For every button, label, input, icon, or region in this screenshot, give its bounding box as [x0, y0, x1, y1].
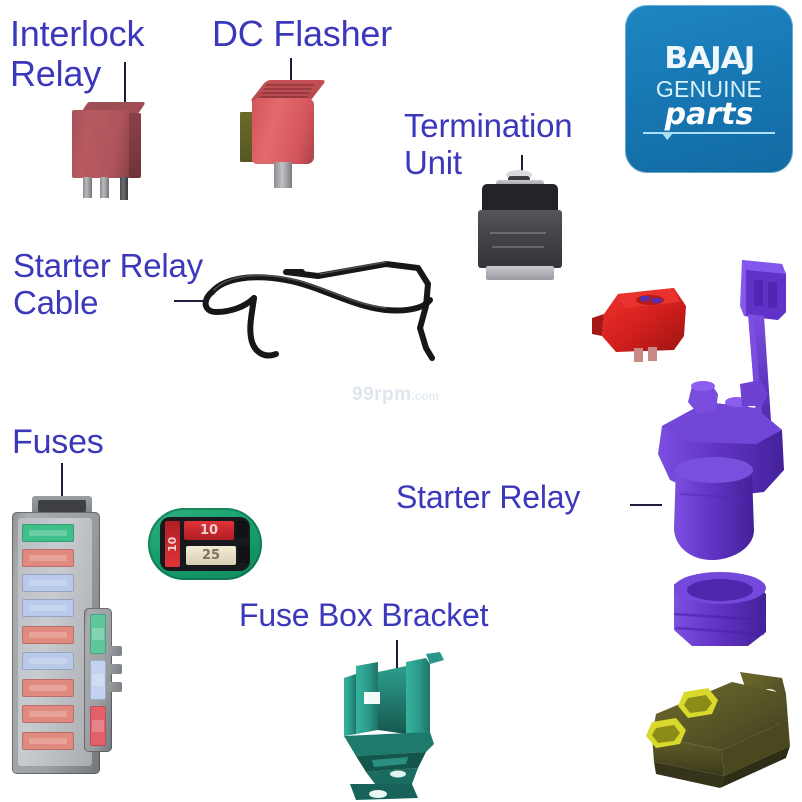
watermark-text: 99rpm [352, 384, 412, 405]
fuse-box-neck-slot [38, 500, 86, 512]
olive-bracket-image [646, 672, 790, 788]
fuse-holder-fuse-left: 10 [165, 521, 180, 567]
termination-unit-shoulder [496, 180, 544, 186]
termination-unit-image [470, 168, 570, 294]
logo-underline [643, 132, 775, 135]
dc-flasher-fin-3 [261, 92, 311, 94]
fuse-box-fuse-3 [22, 574, 74, 592]
fuse-box-fuse-4 [22, 599, 74, 617]
interlock-relay-pin-1 [83, 177, 92, 198]
label-fuses: Fuses [12, 423, 104, 461]
starter-relay-cable-image [202, 261, 435, 361]
interlock-relay-body [72, 110, 130, 178]
fuse-box-side-fuse-2 [90, 660, 106, 700]
fuse-box-fuse-7 [22, 679, 74, 697]
termination-unit-detail-line-1 [490, 232, 546, 234]
interlock-relay-pin-3 [120, 177, 128, 200]
label-dc-flasher: DC Flasher [212, 13, 393, 54]
fuse-box-side-fuse-1 [90, 614, 106, 654]
fuse-box-fuse-9 [22, 732, 74, 750]
fuse-box-fuse-2 [22, 549, 74, 567]
fuse-holder-clip-bottom [238, 546, 250, 563]
fuse-box-fuse-1 [22, 524, 74, 542]
termination-unit-detail-line-2 [492, 246, 544, 248]
dc-flasher-body [252, 98, 314, 164]
logo-genuine-text: GENUINE [655, 75, 763, 102]
termination-unit-top-shell [482, 184, 558, 214]
fuse-box-fuse-8 [22, 705, 74, 723]
fuse-holder-image: 10 10 25 [148, 508, 264, 584]
label-starter-relay: Starter Relay [396, 479, 581, 515]
interlock-relay-image [70, 100, 162, 200]
fuse-box-side-fuse-3 [90, 706, 106, 746]
label-fuse-box-bracket: Fuse Box Bracket [239, 597, 489, 633]
logo-brand-text: BAJAJ [663, 40, 755, 76]
dc-flasher-image [236, 74, 340, 192]
label-termination-unit: Termination Unit [404, 107, 573, 181]
fuse-box-fuse-5 [22, 626, 74, 644]
termination-unit-cap [506, 170, 532, 180]
interlock-relay-pin-2 [100, 177, 109, 198]
termination-unit-body [478, 210, 562, 268]
red-relay-cap-image [592, 288, 686, 362]
fuse-holder-fuse-top: 10 [184, 521, 234, 540]
label-interlock-relay: Interlock Relay [10, 13, 145, 95]
bajaj-genuine-parts-logo: BAJAJ GENUINE parts [625, 5, 793, 173]
dc-flasher-blade [274, 162, 292, 188]
starter-relay-image [658, 260, 786, 646]
fuse-box-image [10, 496, 126, 792]
leader-fuse-box-bracket [396, 640, 398, 678]
fuse-holder-fuse-bottom: 25 [186, 546, 236, 565]
fuse-holder-clip-top [236, 521, 248, 538]
termination-unit-base [486, 266, 554, 280]
dc-flasher-fin-1 [265, 84, 315, 86]
watermark-domain: .com [411, 390, 439, 403]
dc-flasher-fin-2 [263, 88, 313, 90]
fuse-box-bracket-image [344, 652, 444, 800]
fuse-box-fuse-6 [22, 652, 74, 670]
leader-interlock-relay [124, 62, 126, 104]
leader-starter-relay [630, 504, 662, 506]
fuse-box-mount-ear-3 [108, 682, 122, 692]
fuse-box-mount-ear-1 [108, 646, 122, 656]
fuse-box-mount-ear-2 [108, 664, 122, 674]
leader-dc-flasher [290, 58, 292, 80]
logo-parts-text: parts [664, 97, 754, 133]
leader-starter-relay-cable [174, 300, 204, 302]
label-starter-relay-cable: Starter Relay Cable [13, 247, 203, 321]
interlock-relay-side-face [129, 113, 141, 178]
watermark-99rpm: 99rpm.com [352, 384, 439, 406]
